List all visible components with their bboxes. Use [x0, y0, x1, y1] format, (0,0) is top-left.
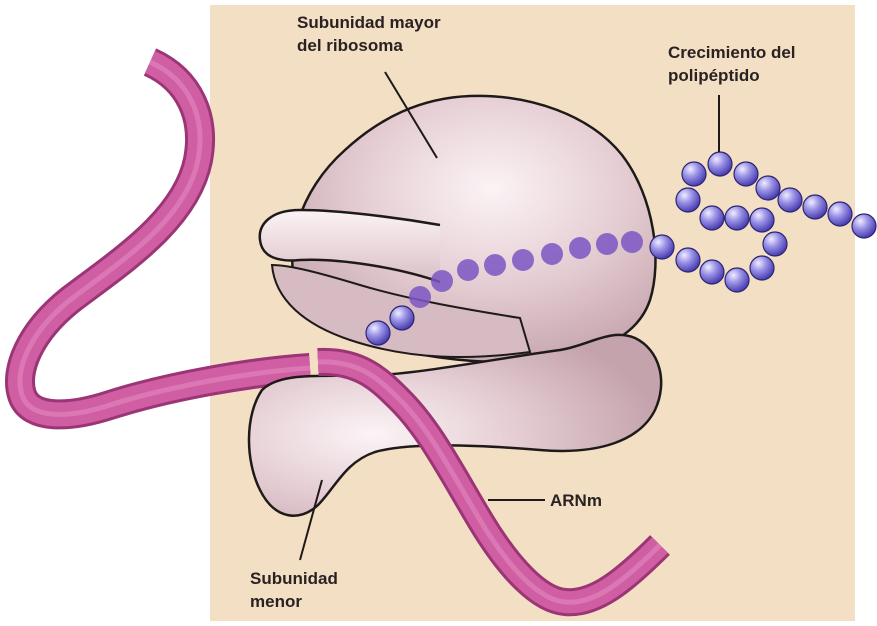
label-polypeptide-line2: polipéptido	[668, 66, 760, 85]
label-small-subunit-line1: Subunidad	[250, 569, 338, 588]
label-large-subunit-line1: Subunidad mayor	[297, 13, 441, 32]
label-large-subunit-line2: del ribosoma	[297, 36, 403, 55]
label-mrna: ARNm	[550, 491, 602, 510]
label-small-subunit-line2: menor	[250, 592, 302, 611]
label-polypeptide-line1: Crecimiento del	[668, 43, 796, 62]
